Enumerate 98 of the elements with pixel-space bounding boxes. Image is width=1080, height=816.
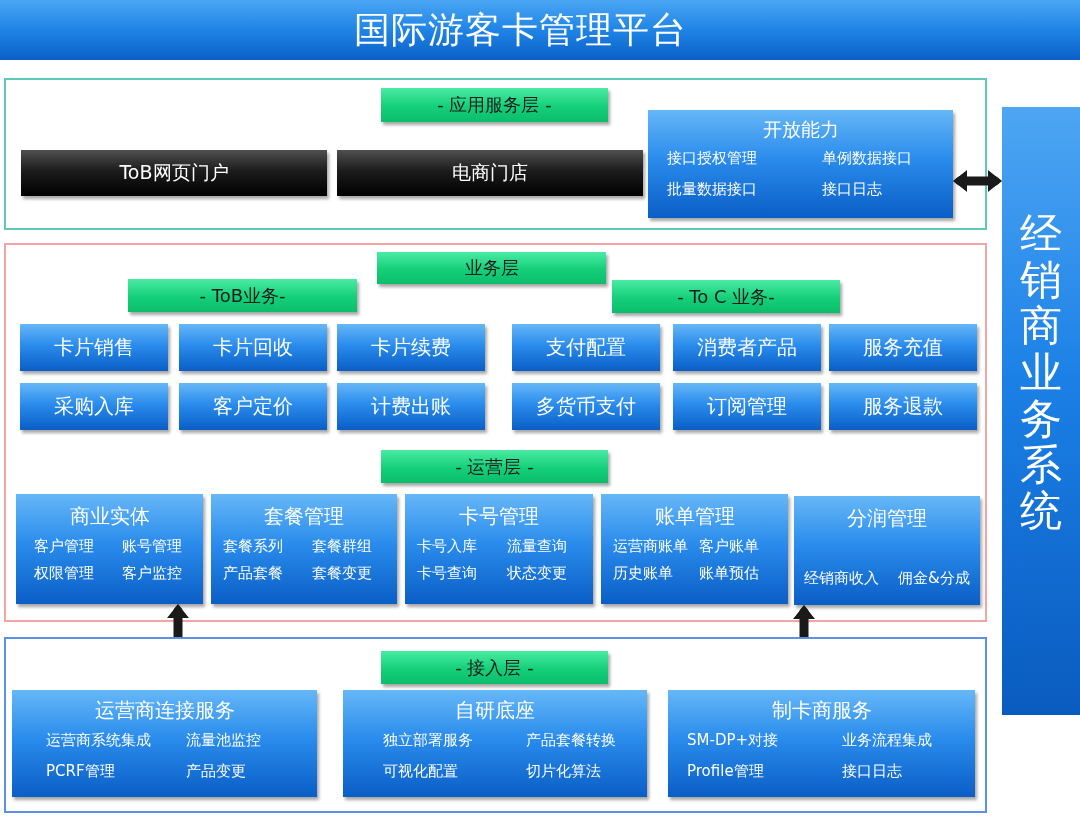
function-box	[179, 383, 327, 430]
module-title: 自研底座	[455, 698, 535, 722]
portal-label: ToB网页门户	[119, 160, 229, 185]
layer-header	[381, 450, 608, 483]
module-item: 权限管理	[34, 564, 94, 584]
function-box	[512, 324, 660, 371]
module-item: 可视化配置	[383, 762, 458, 782]
module-box	[794, 496, 980, 605]
module-title: 制卡商服务	[771, 698, 872, 722]
module-item: 套餐系列	[223, 537, 283, 557]
module-item: 流量查询	[507, 537, 567, 557]
layer-title: - ToB业务-	[199, 283, 286, 308]
function-box	[337, 383, 485, 430]
layer-title: - 应用服务层 -	[437, 93, 552, 117]
layer-panel	[4, 243, 987, 622]
module-box	[211, 494, 397, 604]
module-item: PCRF管理	[46, 762, 115, 782]
module-box	[601, 494, 788, 604]
module-item: 账单预估	[699, 564, 759, 584]
function-label: 卡片回收	[213, 334, 293, 361]
module-title: 卡号管理	[459, 504, 539, 528]
function-label: 服务退款	[863, 393, 943, 420]
module-item: 单例数据接口	[822, 149, 912, 169]
module-item: 独立部署服务	[383, 731, 473, 751]
portal-box	[21, 150, 327, 196]
layer-title: - 接入层 -	[455, 655, 534, 680]
function-label: 支付配置	[546, 334, 626, 361]
module-item: 接口授权管理	[667, 149, 757, 169]
layer-header	[381, 651, 608, 684]
module-item: 产品套餐转换	[526, 731, 616, 751]
module-item: 佣金&分成	[898, 569, 970, 589]
module-item: 批量数据接口	[667, 180, 757, 200]
function-box	[829, 383, 977, 430]
layer-panel	[4, 637, 987, 813]
function-label: 客户定价	[213, 393, 293, 420]
module-item: 状态变更	[507, 564, 567, 584]
function-box	[20, 383, 168, 430]
page-title: 国际游客卡管理平台	[353, 7, 687, 52]
module-item: 流量池监控	[186, 731, 261, 751]
module-title: 套餐管理	[264, 504, 344, 528]
module-box	[405, 494, 593, 604]
module-item: 产品变更	[186, 762, 246, 782]
module-title: 开放能力	[762, 118, 839, 141]
module-item: 卡号入库	[417, 537, 477, 557]
module-item: 接口日志	[842, 762, 902, 782]
module-box	[12, 690, 317, 797]
module-item: 运营商账单	[613, 537, 688, 557]
function-box	[179, 324, 327, 371]
module-item: 历史账单	[613, 564, 673, 584]
layer-title: - 运营层 -	[455, 454, 534, 479]
layer-header	[377, 252, 606, 284]
module-item: 产品套餐	[223, 564, 283, 584]
system-title: 经销商业务系统	[1020, 211, 1062, 535]
function-label: 卡片续费	[371, 334, 451, 361]
module-item: 套餐群组	[312, 537, 372, 557]
layer-header	[612, 280, 840, 313]
module-item: 卡号查询	[417, 564, 477, 584]
module-item: 切片化算法	[526, 762, 601, 782]
module-item: Profile管理	[687, 762, 764, 782]
layer-title: - To C 业务-	[677, 284, 775, 309]
portal-box	[337, 150, 643, 196]
function-label: 多货币支付	[536, 393, 636, 420]
function-box	[673, 324, 821, 371]
function-label: 卡片销售	[54, 334, 134, 361]
module-item: 客户监控	[122, 564, 182, 584]
module-item: 运营商系统集成	[46, 731, 151, 751]
function-box	[673, 383, 821, 430]
layer-header	[381, 88, 608, 122]
layer-title: 业务层	[464, 256, 519, 280]
layer-panel	[4, 78, 987, 230]
module-box	[648, 110, 953, 218]
function-box	[512, 383, 660, 430]
function-label: 服务充值	[863, 334, 943, 361]
function-label: 采购入库	[54, 393, 134, 420]
module-item: SM-DP+对接	[687, 731, 779, 751]
layer-header	[128, 279, 357, 312]
module-title: 账单管理	[654, 504, 735, 528]
module-title: 分润管理	[847, 506, 927, 530]
module-item: 账号管理	[122, 537, 182, 557]
module-title: 商业实体	[69, 504, 150, 528]
module-box	[343, 690, 647, 797]
module-item: 接口日志	[822, 180, 882, 200]
function-label: 计费出账	[371, 393, 451, 420]
module-item: 套餐变更	[312, 564, 372, 584]
module-box	[668, 690, 975, 797]
function-box	[337, 324, 485, 371]
module-title: 运营商连接服务	[94, 698, 235, 722]
module-item: 经销商收入	[804, 569, 879, 589]
module-item: 客户管理	[34, 537, 94, 557]
module-box	[16, 494, 203, 604]
system-panel	[1002, 107, 1080, 715]
function-label: 订阅管理	[707, 393, 787, 420]
portal-label: 电商门店	[452, 160, 528, 185]
module-item: 客户账单	[699, 537, 759, 557]
function-box	[829, 324, 977, 371]
function-label: 消费者产品	[697, 334, 797, 361]
function-box	[20, 324, 168, 371]
module-item: 业务流程集成	[842, 731, 932, 751]
